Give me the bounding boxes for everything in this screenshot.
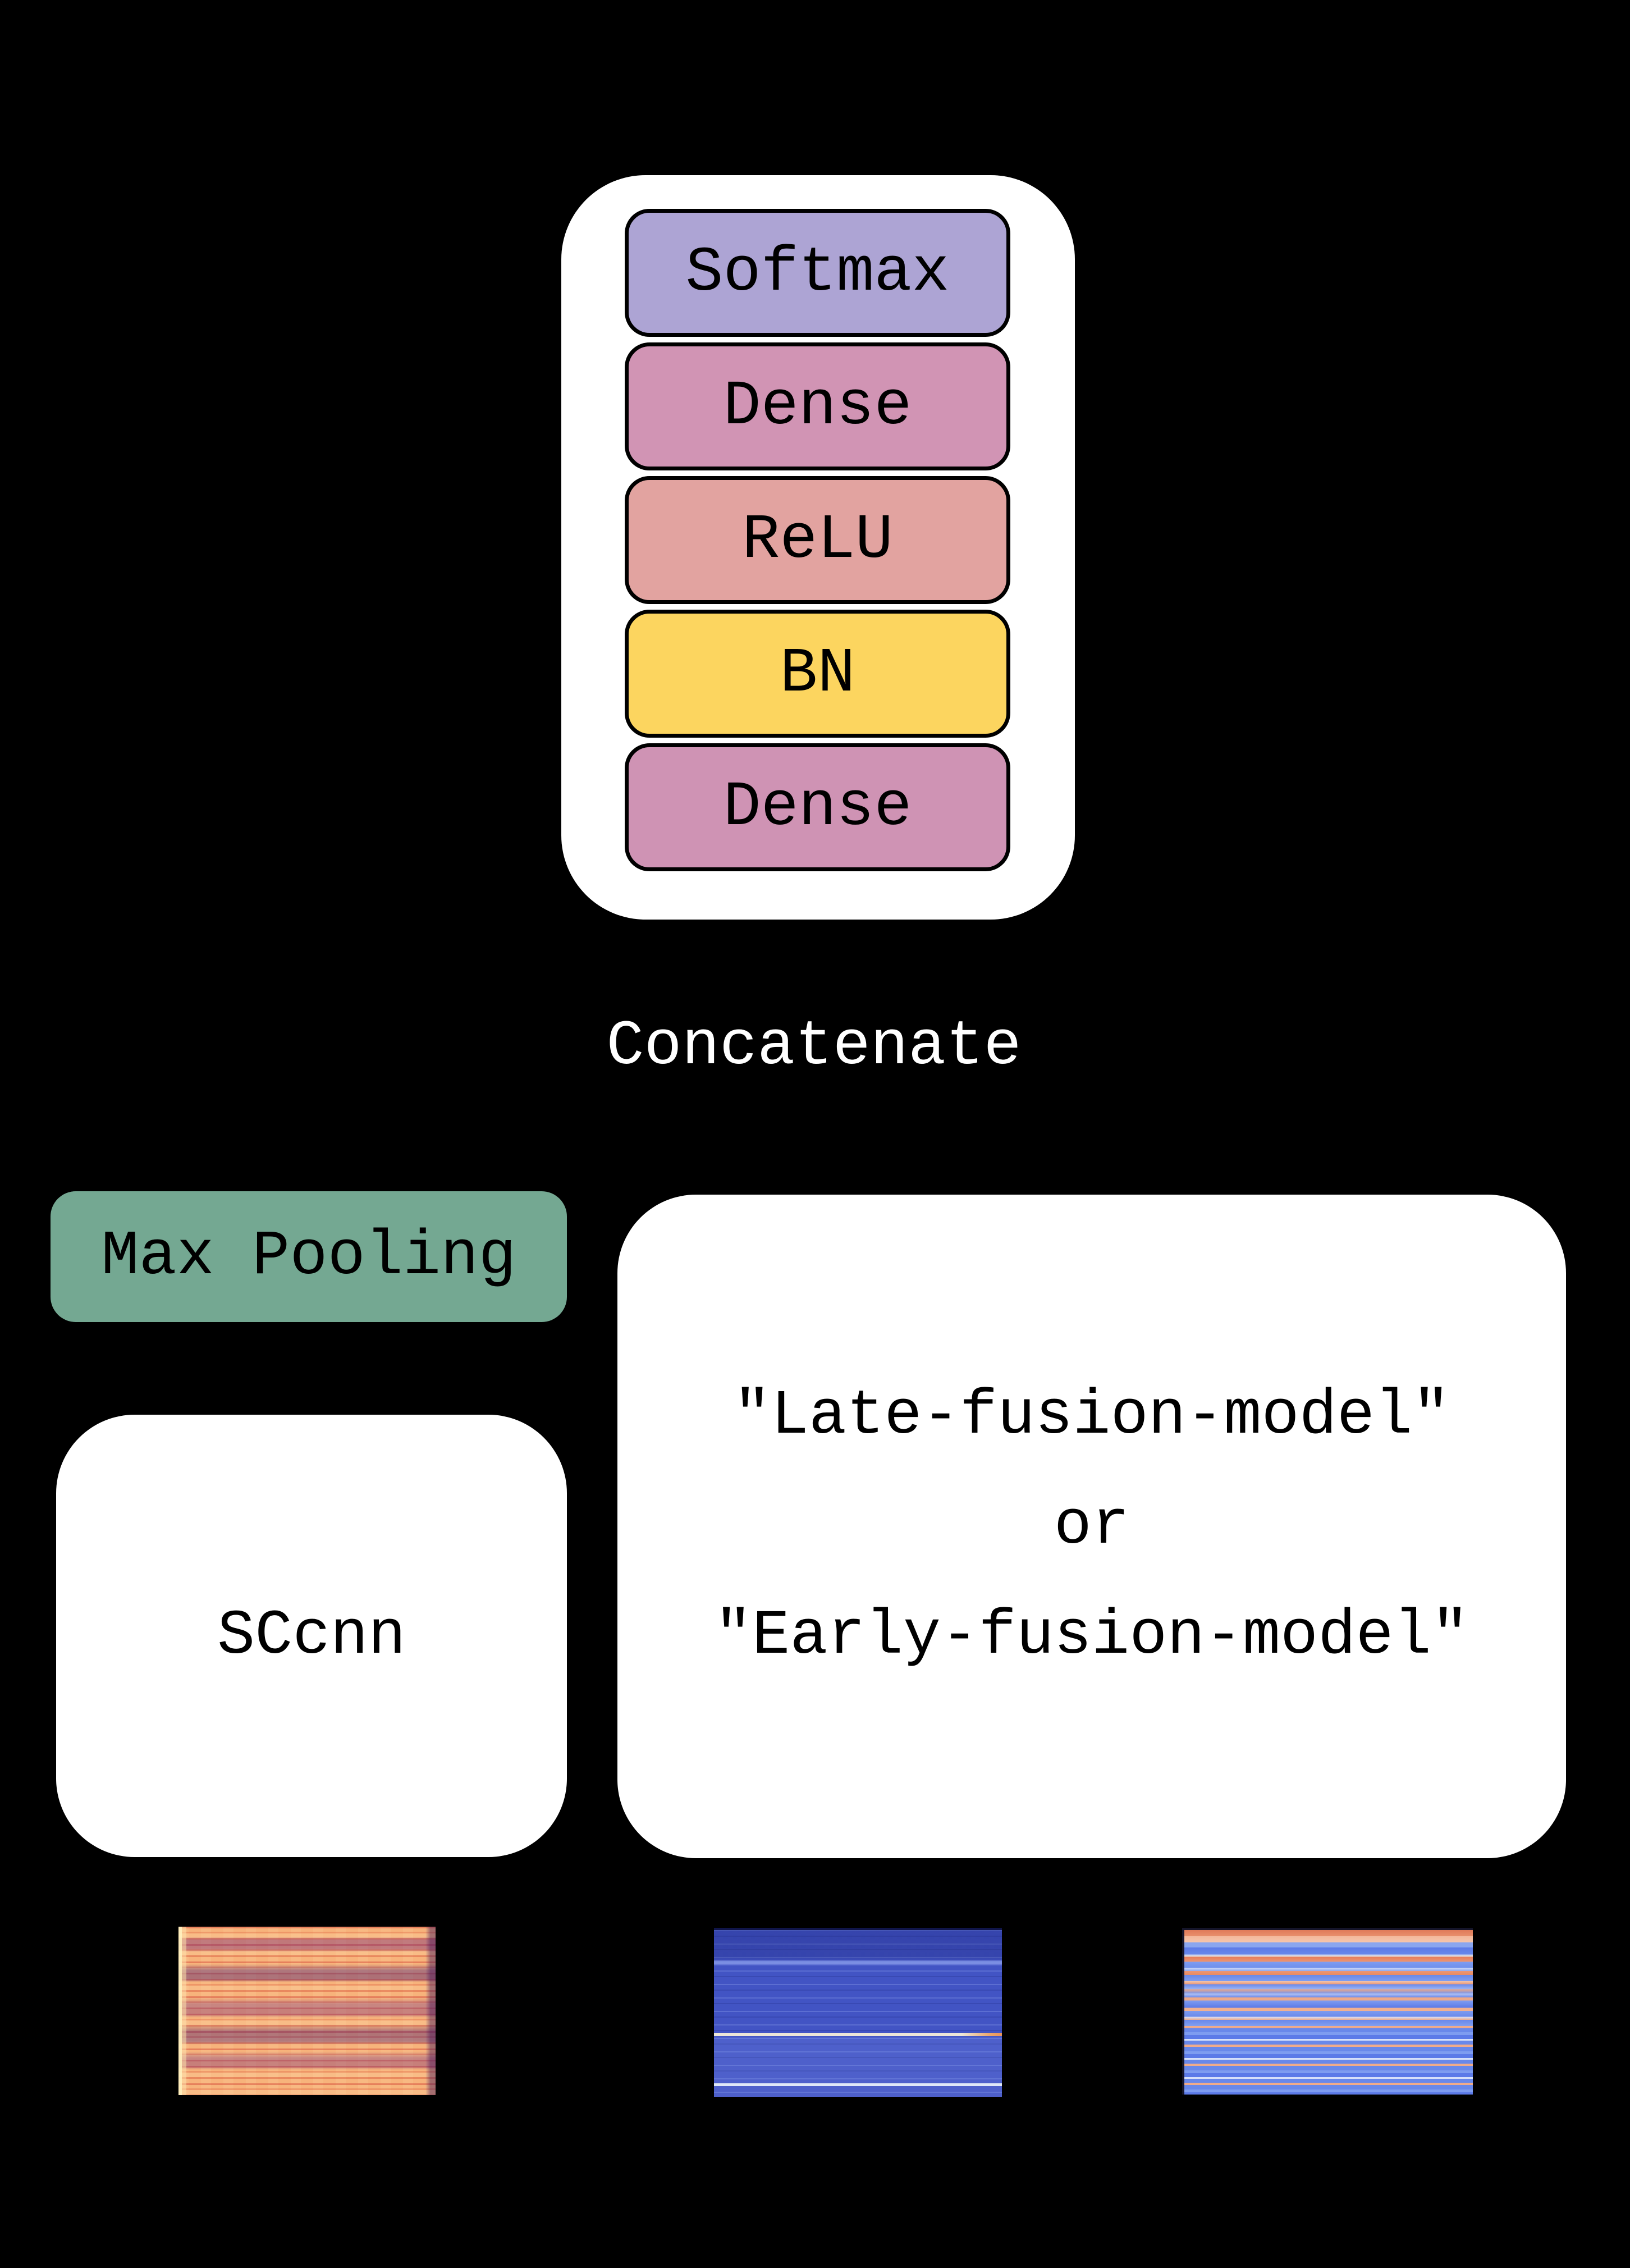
spectrogram-bottom-line	[714, 2083, 1002, 2087]
layer-softmax: Softmax	[625, 209, 1010, 337]
input-spectrogram-coolwarm	[1182, 1928, 1473, 2095]
layer-softmax-label: Softmax	[685, 237, 950, 309]
layer-dense-top-label: Dense	[723, 371, 912, 442]
input-spectrogram-blue	[714, 1928, 1002, 2097]
max-pooling-label: Max Pooling	[101, 1221, 516, 1292]
layer-bn: BN	[625, 610, 1010, 738]
layer-dense-bottom: Dense	[625, 743, 1010, 871]
fusion-line-late: "Late-fusion-model"	[733, 1380, 1450, 1452]
layer-relu: ReLU	[625, 476, 1010, 604]
fusion-line-or: or	[1054, 1490, 1130, 1562]
spectrogram-highlight-line	[714, 2032, 1002, 2036]
layer-dense-bottom-label: Dense	[723, 771, 912, 843]
layer-dense-top: Dense	[625, 342, 1010, 470]
coolwarm-wide-bands	[1184, 1930, 1473, 2032]
fusion-line-early: "Early-fusion-model"	[714, 1601, 1469, 1672]
concatenate-label: Concatenate	[606, 1011, 1022, 1082]
sccnn-label: SCcnn	[217, 1600, 406, 1672]
coolwarm-thin-bands	[1184, 2032, 1473, 2095]
layer-bn-label: BN	[780, 638, 855, 710]
max-pooling-box: Max Pooling	[51, 1191, 567, 1322]
sccnn-box: SCcnn	[56, 1415, 567, 1857]
fusion-model-box: "Late-fusion-model" or "Early-fusion-mod…	[617, 1195, 1566, 1858]
input-spectrogram-magma	[178, 1927, 436, 2095]
layer-relu-label: ReLU	[742, 504, 893, 576]
